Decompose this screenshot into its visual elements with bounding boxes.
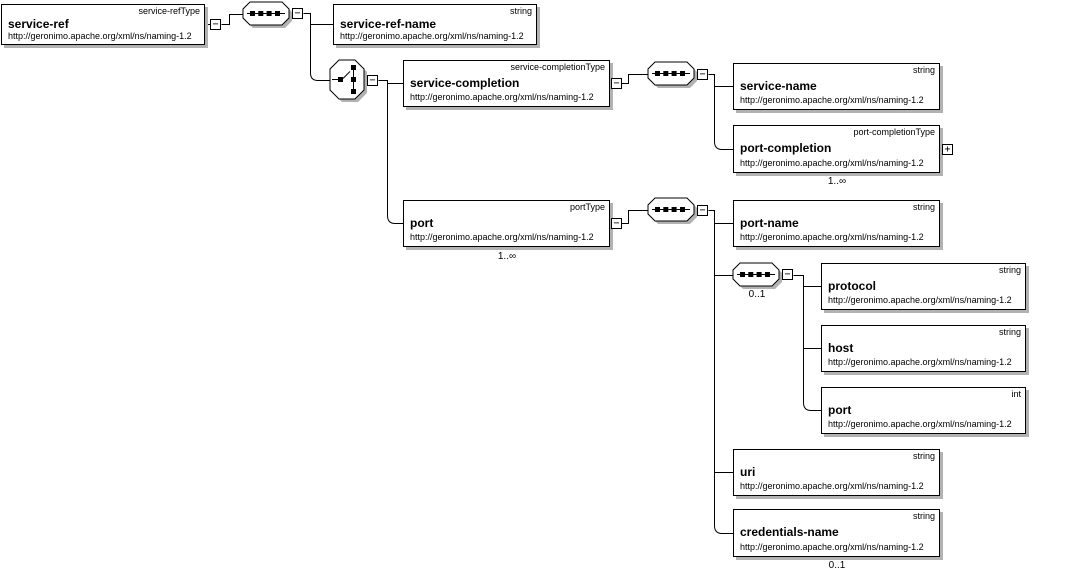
element-type-label: string: [509, 6, 532, 16]
element-name-label: service-ref-name: [340, 17, 437, 31]
element-type-label: int: [1011, 389, 1021, 399]
element-box-service-ref[interactable]: service-refType service-ref http://geron…: [1, 4, 205, 45]
element-name-label: credentials-name: [740, 525, 839, 539]
collapse-glyph: −: [784, 268, 791, 280]
expand-icon[interactable]: +: [942, 144, 953, 155]
element-name-label: port: [828, 402, 852, 417]
element-namespace-label: http://geronimo.apache.org/xml/ns/naming…: [740, 232, 924, 242]
element-namespace-label: http://geronimo.apache.org/xml/ns/naming…: [828, 295, 1012, 305]
element-type-label: portType: [569, 202, 605, 212]
element-namespace-label: http://geronimo.apache.org/xml/ns/naming…: [410, 232, 594, 242]
element-type-label: string: [912, 511, 935, 521]
element-type-label: service-completionType: [510, 62, 605, 72]
element-name-label: port-completion: [740, 141, 832, 155]
collapse-glyph: −: [212, 18, 219, 30]
element-box-host[interactable]: string host http://geronimo.apache.org/x…: [821, 325, 1026, 372]
collapse-icon[interactable]: −: [292, 8, 303, 19]
element-type-label: string: [998, 265, 1021, 275]
expand-glyph: +: [944, 143, 951, 155]
element-namespace-label: http://geronimo.apache.org/xml/ns/naming…: [410, 92, 594, 102]
element-box-port-completion[interactable]: port-completionType port-completion http…: [733, 125, 940, 173]
collapse-icon[interactable]: −: [697, 205, 708, 216]
element-name-label: host: [828, 340, 854, 355]
element-box-port-int[interactable]: int port http://geronimo.apache.org/xml/…: [821, 387, 1026, 434]
element-name-label: port-name: [740, 215, 799, 230]
element-type-label: port-completionType: [853, 127, 935, 137]
element-name-label: service-completion: [410, 75, 520, 90]
collapse-icon[interactable]: −: [611, 78, 622, 89]
element-box-service-completion[interactable]: service-completionType service-completio…: [403, 60, 610, 107]
element-type-label: string: [912, 202, 935, 212]
cardinality-label: 0..1: [748, 289, 766, 300]
element-namespace-label: http://geronimo.apache.org/xml/ns/naming…: [740, 542, 924, 552]
element-name-label: uri: [740, 464, 756, 479]
element-name-label: service-ref: [8, 17, 69, 31]
element-namespace-label: http://geronimo.apache.org/xml/ns/naming…: [828, 357, 1012, 367]
element-namespace-label: http://geronimo.apache.org/xml/ns/naming…: [740, 95, 924, 105]
element-box-protocol[interactable]: string protocol http://geronimo.apache.o…: [821, 263, 1026, 310]
element-box-uri[interactable]: string uri http://geronimo.apache.org/xm…: [733, 449, 940, 496]
element-namespace-label: http://geronimo.apache.org/xml/ns/naming…: [828, 419, 1012, 429]
choice-icon[interactable]: [329, 59, 371, 111]
element-name-label: protocol: [828, 278, 876, 293]
element-type-label: string: [912, 451, 935, 461]
collapse-icon[interactable]: −: [367, 75, 378, 86]
element-namespace-label: http://geronimo.apache.org/xml/ns/naming…: [8, 31, 192, 41]
element-box-service-name[interactable]: string service-name http://geronimo.apac…: [733, 63, 940, 110]
element-type-label: string: [998, 327, 1021, 337]
element-box-port[interactable]: portType port http://geronimo.apache.org…: [403, 200, 610, 247]
element-namespace-label: http://geronimo.apache.org/xml/ns/naming…: [740, 158, 924, 168]
sequence-icon[interactable]: [242, 1, 295, 35]
collapse-icon[interactable]: −: [611, 218, 622, 229]
element-name-label: port: [410, 215, 434, 230]
cardinality-label: 1..∞: [827, 176, 847, 187]
element-box-port-name[interactable]: string port-name http://geronimo.apache.…: [733, 200, 940, 247]
collapse-glyph: −: [613, 77, 620, 89]
collapse-glyph: −: [699, 68, 706, 80]
element-box-service-ref-name[interactable]: string service-ref-name http://geronimo.…: [333, 4, 537, 45]
element-type-label: service-refType: [138, 6, 200, 16]
element-box-credentials-name[interactable]: string credentials-name http://geronimo.…: [733, 509, 940, 557]
cardinality-label: 1..∞: [497, 251, 517, 262]
collapse-icon[interactable]: −: [782, 269, 793, 280]
collapse-glyph: −: [369, 74, 376, 86]
element-namespace-label: http://geronimo.apache.org/xml/ns/naming…: [340, 31, 524, 41]
collapse-icon[interactable]: −: [210, 19, 221, 30]
sequence-icon[interactable]: [647, 61, 700, 95]
element-type-label: string: [912, 65, 935, 75]
element-namespace-label: http://geronimo.apache.org/xml/ns/naming…: [740, 481, 924, 491]
sequence-icon[interactable]: [647, 197, 700, 231]
collapse-glyph: −: [613, 217, 620, 229]
collapse-glyph: −: [294, 7, 301, 19]
collapse-glyph: −: [699, 204, 706, 216]
cardinality-label: 0..1: [828, 560, 846, 571]
sequence-icon[interactable]: [732, 262, 785, 296]
collapse-icon[interactable]: −: [697, 69, 708, 80]
element-name-label: service-name: [740, 78, 817, 93]
